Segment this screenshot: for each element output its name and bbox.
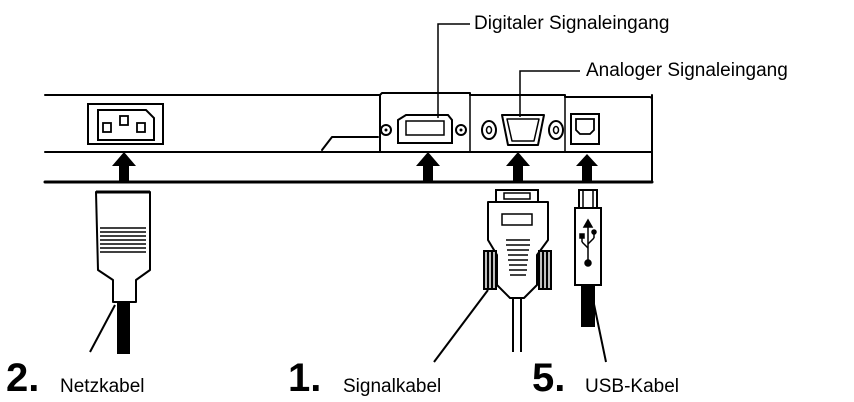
signal-cable (483, 189, 552, 352)
vga-port (481, 114, 564, 146)
analog-input-label: Analoger Signaleingang (586, 60, 788, 81)
step-label-power-cable: Netzkabel (60, 376, 145, 397)
usb-icon (579, 218, 597, 267)
arrow-up-icon (506, 152, 530, 183)
arrow-up-icon (112, 152, 136, 183)
step-label-signal-cable: Signalkabel (343, 376, 442, 397)
usb-cable (574, 189, 602, 327)
monitor-rear-panel (43, 92, 654, 184)
power-socket (87, 103, 164, 145)
dvi-port (380, 114, 467, 144)
step-number-usb: 5. (532, 356, 566, 400)
arrow-up-icon (576, 154, 598, 183)
power-cable (95, 190, 151, 354)
arrow-up-icon (416, 152, 440, 183)
step-label-usb-cable: USB-Kabel (585, 376, 679, 397)
step-number-power: 2. (6, 356, 40, 400)
usb-b-port (570, 113, 600, 145)
callout-leaders (437, 23, 580, 118)
step-number-signal: 1. (288, 356, 322, 400)
insert-arrows (112, 152, 598, 183)
digital-input-label: Digitaler Signaleingang (474, 13, 670, 34)
label-pointers (89, 284, 607, 363)
